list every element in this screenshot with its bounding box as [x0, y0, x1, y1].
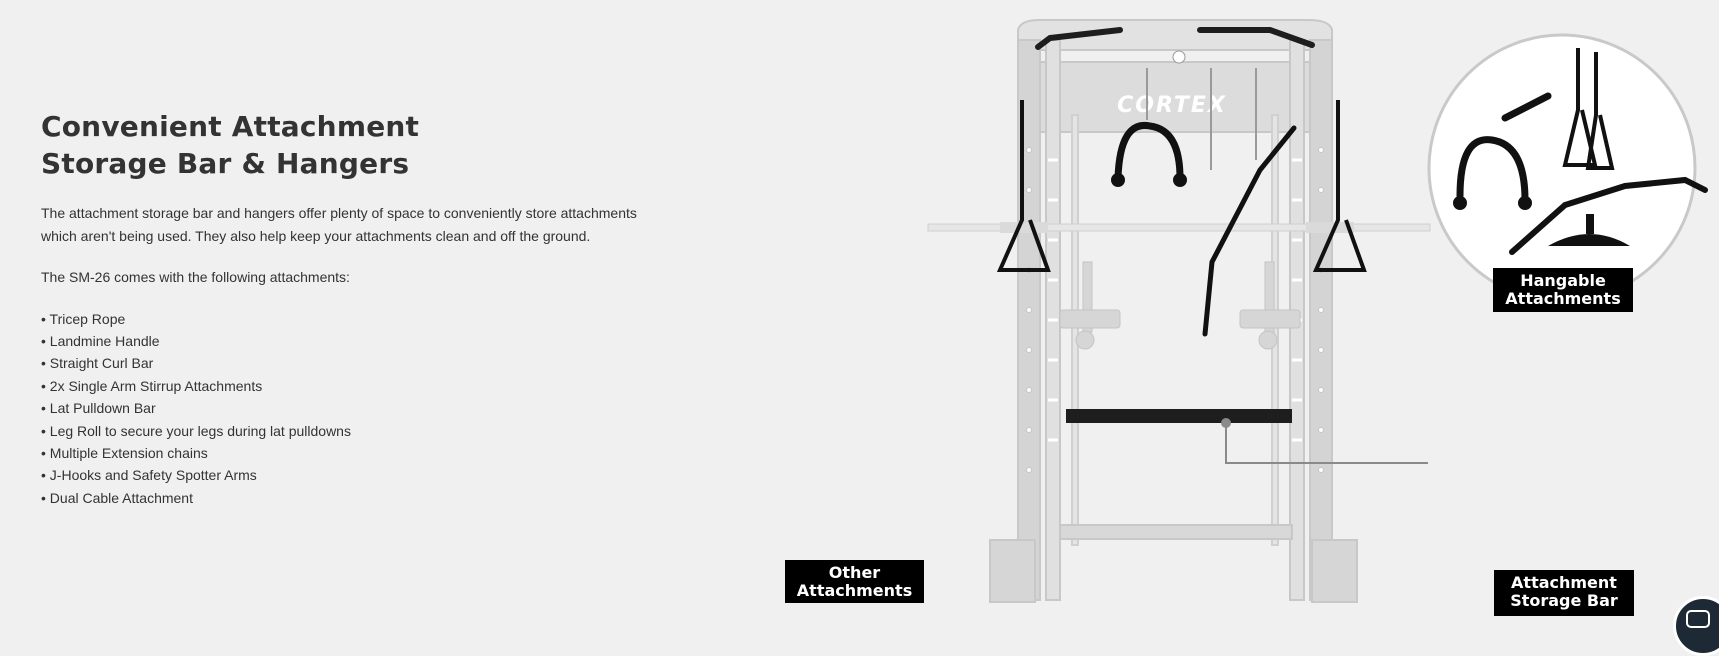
tricep-rope [1114, 121, 1184, 182]
storage-bar [1066, 409, 1292, 423]
list-item: • J-Hooks and Safety Spotter Arms [41, 467, 257, 484]
label-hangable-attachments: Hangable Attachments [1493, 268, 1633, 312]
product-illustration: CORTEX [700, 0, 1719, 640]
extension-chains [1146, 68, 1257, 170]
label-attachment-storage-bar: Attachment Storage Bar [1494, 570, 1634, 616]
stirrup-handles [996, 100, 1367, 272]
list-item: • 2x Single Arm Stirrup Attachments [41, 377, 263, 394]
heading-line-2: Storage Bar & Hangers [41, 147, 410, 180]
hangable-attachments-inset [1427, 33, 1708, 303]
feature-text-block: Convenient Attachment Storage Bar & Hang… [41, 108, 641, 509]
smith-machine-diagram: CORTEX [927, 19, 1708, 603]
pulldown-bar-top [1035, 27, 1315, 50]
chat-button[interactable] [1673, 596, 1719, 656]
list-item: • Straight Curl Bar [41, 355, 154, 372]
label-line: Hangable [1520, 271, 1606, 290]
attachments-intro: The SM-26 comes with the following attac… [41, 269, 350, 285]
label-other-attachments: Other Attachments [785, 560, 924, 603]
brand-logo: CORTEX [1117, 93, 1227, 118]
pulley [1172, 50, 1186, 64]
label-line: Attachments [796, 581, 913, 600]
callout-line [1225, 423, 1428, 464]
description-paragraph: The attachment storage bar and hangers o… [41, 205, 637, 244]
label-line: Other [828, 563, 881, 582]
list-item: • Tricep Rope [41, 310, 126, 327]
list-item: • Multiple Extension chains [41, 444, 208, 461]
list-item: • Landmine Handle [41, 332, 160, 349]
barbell [927, 222, 1431, 233]
heading-line-1: Convenient Attachment [41, 110, 420, 143]
list-item: • Leg Roll to secure your legs during la… [41, 422, 351, 439]
label-line: Attachments [1505, 289, 1621, 308]
list-item: • Dual Cable Attachment [41, 489, 193, 506]
label-line: Attachment [1511, 573, 1617, 592]
section-heading: Convenient Attachment Storage Bar & Hang… [41, 108, 641, 182]
spotter-arms [1059, 261, 1301, 350]
lat-bar-hanging [1202, 125, 1297, 337]
label-line: Storage Bar [1510, 591, 1618, 610]
chat-bubble-icon [1686, 610, 1710, 628]
list-item: • Lat Pulldown Bar [41, 400, 156, 417]
attachments-list: • Tricep Rope • Landmine Handle • Straig… [41, 308, 641, 510]
